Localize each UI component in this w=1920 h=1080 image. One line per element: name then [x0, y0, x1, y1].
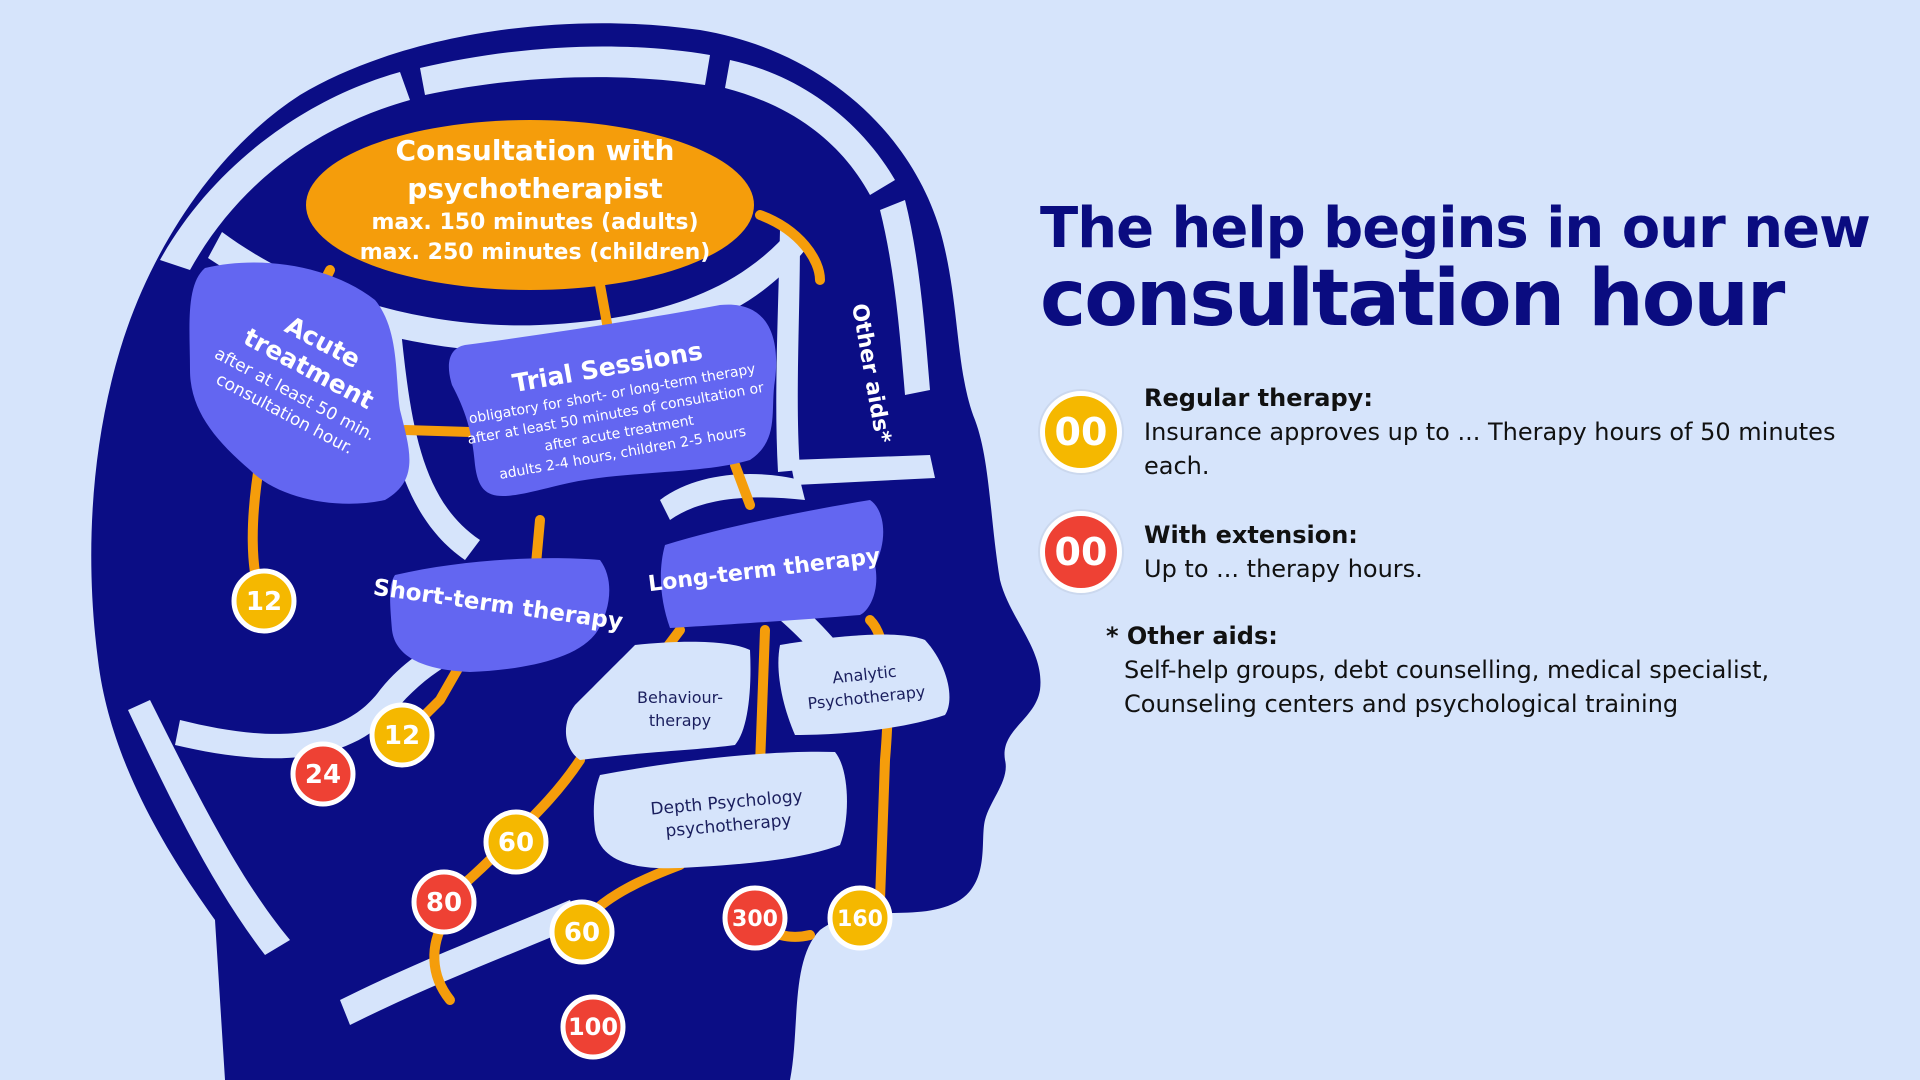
svg-text:80: 80 — [426, 888, 462, 918]
badge-depth-extended: 100 — [560, 994, 626, 1060]
acute-treatment-zone — [189, 262, 410, 504]
badge-short-extended: 24 — [290, 741, 356, 807]
badge-analytic-regular: 160 — [827, 885, 893, 951]
legend-regular-description: Insurance approves up to ... Therapy hou… — [1144, 417, 1836, 480]
svg-text:60: 60 — [498, 828, 534, 858]
short-term-therapy-zone — [390, 558, 610, 672]
behaviour-label-line2: therapy — [649, 711, 711, 730]
legend-extended-title: With extension: — [1144, 520, 1358, 549]
svg-text:24: 24 — [305, 760, 341, 790]
badge-acute-regular: 12 — [231, 568, 297, 634]
legend-regular: 00 Regular therapy: Insurance approves u… — [1040, 381, 1900, 483]
legend-regular-title: Regular therapy: — [1144, 383, 1373, 412]
behaviour-therapy-zone — [565, 641, 751, 760]
svg-text:100: 100 — [568, 1013, 618, 1041]
other-aids-line1: Self-help groups, debt counselling, medi… — [1124, 655, 1770, 684]
long-term-therapy-zone — [660, 500, 884, 628]
depth-psychology-zone — [593, 751, 847, 869]
consultation-detail-line2: max. 250 minutes (children) — [360, 240, 711, 265]
consultation-detail-line1: max. 150 minutes (adults) — [371, 210, 698, 235]
headline-line2: consultation hour — [1040, 253, 1785, 344]
consultation-title-line2: psychotherapist — [407, 172, 662, 205]
svg-text:12: 12 — [246, 587, 282, 617]
consultation-title-line1: Consultation with — [396, 134, 675, 167]
other-aids-line2: Counseling centers and psychological tra… — [1124, 689, 1679, 718]
badge-analytic-extended: 300 — [722, 885, 788, 951]
badge-short-regular: 12 — [369, 702, 435, 768]
svg-text:160: 160 — [837, 907, 883, 932]
other-aids-title: * Other aids: — [1106, 621, 1278, 650]
headline-line1: The help begins in our new — [1040, 196, 1871, 261]
legend-extended: 00 With extension: Up to ... therapy hou… — [1040, 510, 1900, 593]
behaviour-label-line1: Behaviour- — [637, 688, 723, 707]
svg-text:12: 12 — [384, 721, 420, 751]
legend-panel: The help begins in our new consultation … — [1040, 196, 1900, 721]
badge-behaviour-extended: 80 — [411, 869, 477, 935]
analytic-psychotherapy-zone — [778, 634, 950, 735]
trial-sessions-zone — [448, 304, 777, 497]
legend-extended-badge: 00 — [1040, 510, 1122, 593]
badge-behaviour-regular: 60 — [483, 809, 549, 875]
svg-text:60: 60 — [564, 918, 600, 948]
other-aids-note: * Other aids: Self-help groups, debt cou… — [1106, 619, 1900, 721]
legend-extended-description: Up to ... therapy hours. — [1144, 554, 1423, 583]
headline: The help begins in our new consultation … — [1040, 196, 1900, 344]
consultation-zone — [306, 120, 754, 290]
badge-depth-regular: 60 — [549, 899, 615, 965]
svg-text:300: 300 — [732, 907, 778, 932]
legend-regular-badge: 00 — [1040, 390, 1122, 473]
head-diagram: Consultation with psychotherapist max. 1… — [91, 23, 1041, 1080]
